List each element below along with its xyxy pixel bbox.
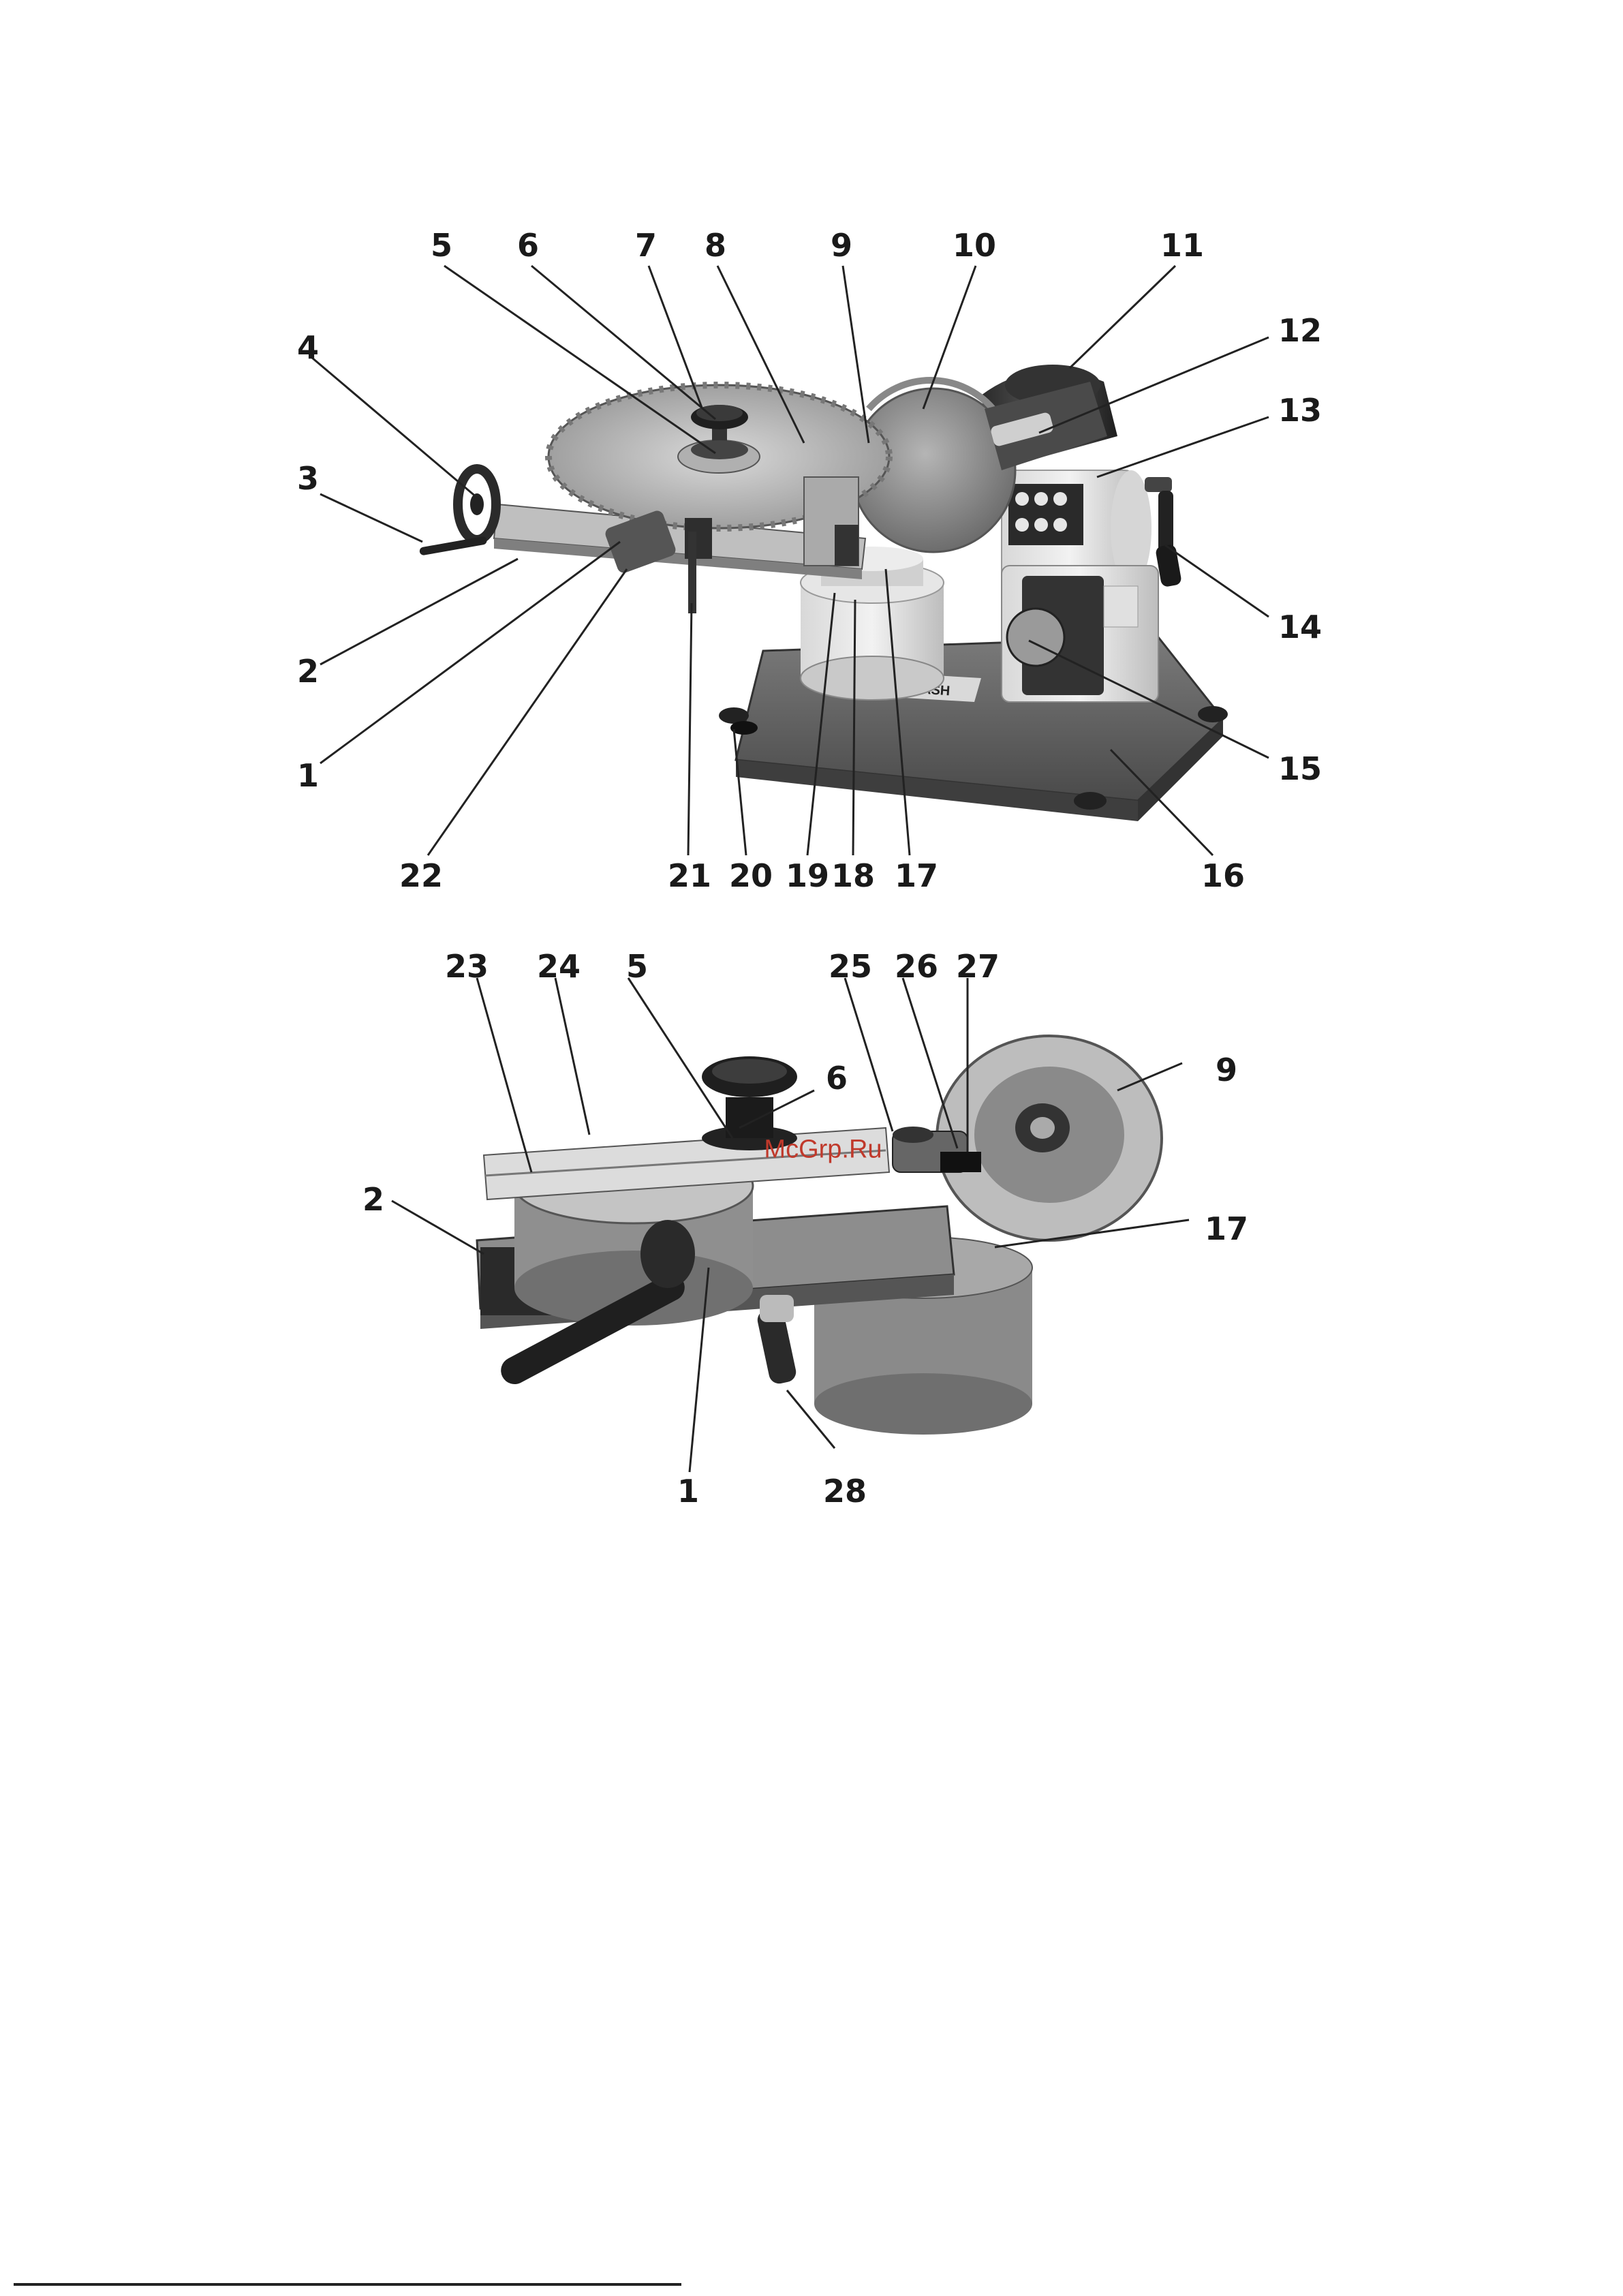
callout-9: 9 xyxy=(831,230,852,261)
top-machine: BELMASH xyxy=(419,365,1228,821)
callout-3: 3 xyxy=(297,463,319,494)
callout-15: 15 xyxy=(1278,753,1322,784)
callout-1b: 1 xyxy=(677,1475,699,1507)
page-bottom-rule xyxy=(14,2283,681,2286)
callout-8: 8 xyxy=(705,230,726,261)
callout-27: 27 xyxy=(956,951,1000,982)
callout-10: 10 xyxy=(953,230,996,261)
callout-12: 12 xyxy=(1278,315,1322,346)
callout-13: 13 xyxy=(1278,395,1322,426)
callout-5b: 5 xyxy=(626,951,648,982)
watermark: McGrp.Ru xyxy=(764,1135,882,1165)
callout-17: 17 xyxy=(895,860,938,891)
callout-11: 11 xyxy=(1160,230,1204,261)
callout-25: 25 xyxy=(829,951,872,982)
callout-7: 7 xyxy=(635,230,657,261)
callout-2: 2 xyxy=(297,656,319,687)
bottom-detail xyxy=(477,1036,1162,1435)
callout-2b: 2 xyxy=(362,1184,384,1215)
callout-6b: 6 xyxy=(826,1062,848,1094)
callout-28: 28 xyxy=(823,1475,867,1507)
callout-18: 18 xyxy=(831,860,875,891)
callout-1: 1 xyxy=(297,760,319,791)
callout-5: 5 xyxy=(431,230,452,261)
callout-9b: 9 xyxy=(1216,1054,1237,1086)
callout-19: 19 xyxy=(786,860,829,891)
callout-22: 22 xyxy=(399,860,443,891)
callout-4: 4 xyxy=(297,332,319,363)
callout-21: 21 xyxy=(668,860,711,891)
callout-26: 26 xyxy=(895,951,938,982)
callout-23: 23 xyxy=(445,951,489,982)
callout-14: 14 xyxy=(1278,611,1322,643)
callout-24: 24 xyxy=(537,951,581,982)
callout-16: 16 xyxy=(1201,860,1245,891)
callout-17b: 17 xyxy=(1205,1213,1248,1244)
callout-6: 6 xyxy=(517,230,539,261)
callout-20: 20 xyxy=(729,860,773,891)
